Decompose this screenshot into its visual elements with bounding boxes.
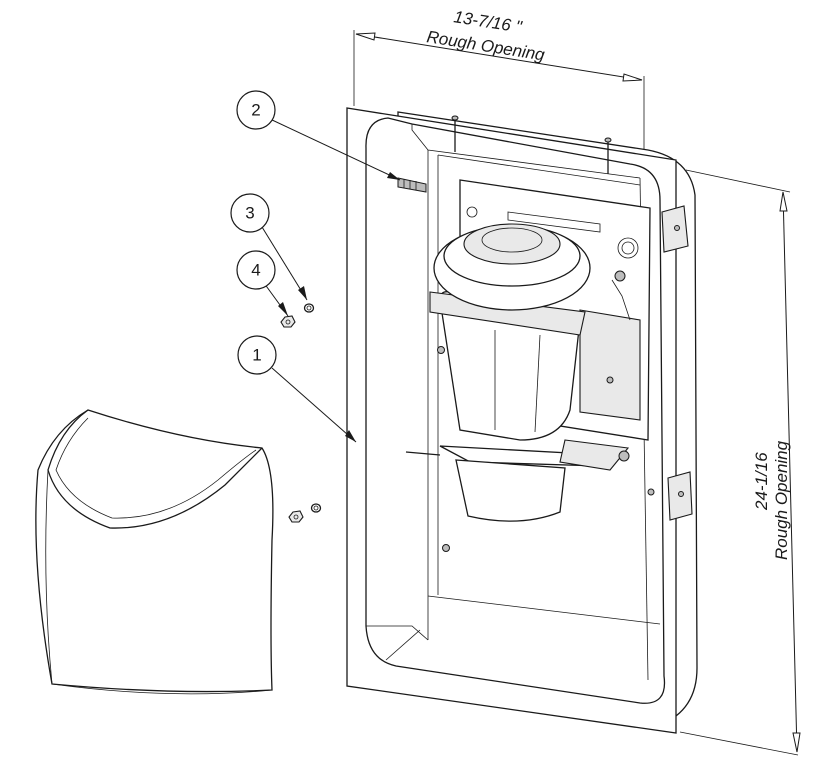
top-studs [451, 115, 612, 174]
callout-4-number: 4 [251, 261, 260, 280]
callout-3: 3 [230, 193, 270, 233]
height-dimension-value: 24-1/16 [752, 452, 771, 511]
dryer-cover [35, 409, 274, 695]
leader-lines [261, 118, 401, 443]
callout-1: 1 [237, 335, 277, 375]
callout-3-number: 3 [245, 204, 254, 223]
height-dimension: 24-1/16 Rough Opening [679, 169, 801, 756]
mounting-bracket-lower [667, 471, 693, 521]
callout-2-number: 2 [251, 101, 260, 120]
callout-2: 2 [236, 90, 276, 130]
height-dimension-label: Rough Opening [772, 440, 791, 560]
mounting-bracket-upper [661, 205, 689, 253]
callout-4: 4 [236, 250, 276, 290]
spare-fasteners [288, 503, 322, 523]
screw [397, 177, 427, 193]
callout-1-number: 1 [252, 346, 261, 365]
nut [280, 315, 296, 328]
dryer-motor-assembly [405, 179, 651, 522]
washer [303, 303, 315, 313]
width-dimension-label: Rough Opening [425, 27, 546, 64]
